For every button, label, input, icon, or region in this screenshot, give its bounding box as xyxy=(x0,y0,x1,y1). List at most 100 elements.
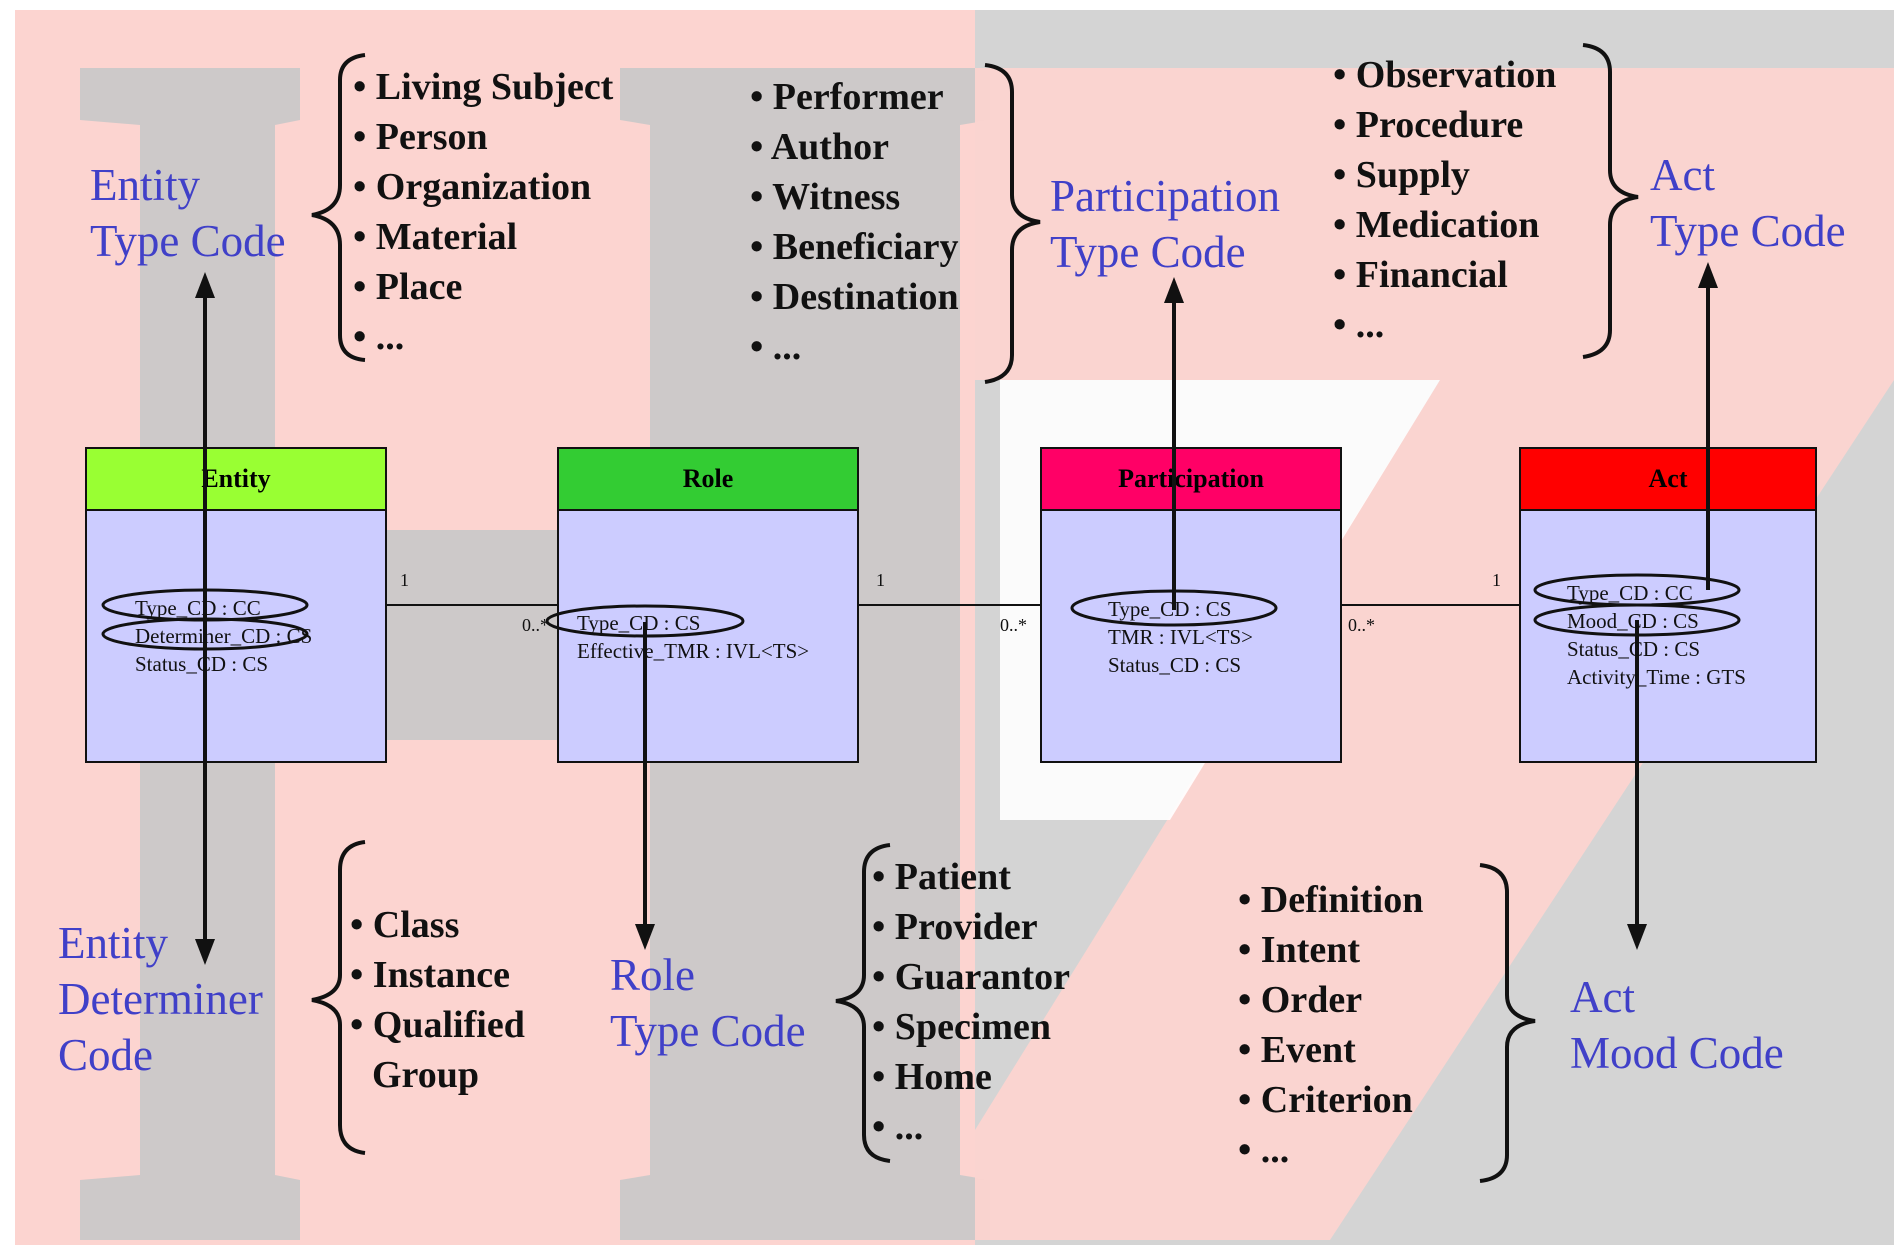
entity-class-header: Entity xyxy=(87,449,385,511)
act-type-code-label-line2: Type Code xyxy=(1650,206,1846,256)
list-item: • Provider xyxy=(872,906,1038,948)
list-item: • ... xyxy=(353,316,405,358)
entity-class-name: Entity xyxy=(201,464,271,493)
participation-class-header: Participation xyxy=(1042,449,1340,511)
list-item: • Material xyxy=(353,216,518,258)
act-class-header: Act xyxy=(1521,449,1815,511)
participation-type-arrowhead xyxy=(1164,277,1184,303)
list-item: • ... xyxy=(872,1106,924,1148)
list-item: • ... xyxy=(750,326,802,368)
list-item: • Qualified xyxy=(350,1004,525,1046)
multiplicity-act-one: 1 xyxy=(1492,570,1501,590)
multiplicity-participation-many-left: 0..* xyxy=(1000,615,1027,635)
participation-type-code-label-line2: Type Code xyxy=(1050,227,1246,277)
act-attr-mood-cd: Mood_CD : CS xyxy=(1567,609,1699,633)
list-item: • Guarantor xyxy=(872,956,1071,998)
watermark-letter-seven xyxy=(975,68,1894,1240)
list-item: • Event xyxy=(1238,1029,1356,1071)
entity-type-arrowhead xyxy=(195,272,215,298)
role-type-code-label-line2: Type Code xyxy=(610,1006,806,1056)
watermark-letter-h xyxy=(80,68,990,1240)
entity-determiner-code-label-line2: Determiner xyxy=(58,974,263,1024)
act-mood-code-label: Act Mood Code xyxy=(1570,969,1784,1081)
participation-attributes: Type_CD : CS TMR : IVL<TS> Status_CD : C… xyxy=(1108,595,1253,679)
participation-type-cd-ellipse xyxy=(1070,589,1278,627)
role-types-list: • Patient • Provider • Guarantor • Speci… xyxy=(872,852,1070,1152)
list-item: • Supply xyxy=(1333,154,1470,196)
list-item: • Place xyxy=(353,266,463,308)
list-item: • Procedure xyxy=(1333,104,1524,146)
list-item: • Financial xyxy=(1333,254,1508,296)
list-item: Group xyxy=(372,1054,480,1096)
participation-attr-type-cd: Type_CD : CS xyxy=(1108,597,1232,621)
list-item: • Performer xyxy=(750,76,944,118)
act-attr-type-cd: Type_CD : CC xyxy=(1567,581,1693,605)
multiplicity-entity-one: 1 xyxy=(400,570,409,590)
role-attr-effective-tmr: Effective_TMR : IVL<TS> xyxy=(577,639,810,663)
act-type-code-label: Act Type Code xyxy=(1650,147,1846,259)
role-type-cd-ellipse xyxy=(545,604,745,638)
participation-class-name: Participation xyxy=(1118,464,1264,493)
moods-brace xyxy=(1479,863,1536,1183)
entity-determiner-code-label-line3: Code xyxy=(58,1030,153,1080)
list-item: • Observation xyxy=(1333,54,1557,96)
list-item: • Instance xyxy=(350,954,511,996)
list-item: • Class xyxy=(350,904,460,946)
entity-attr-status-cd: Status_CD : CS xyxy=(135,652,269,676)
act-type-code-label-line1: Act xyxy=(1650,150,1715,200)
determiners-list: • Class • Instance • Qualified Group xyxy=(350,900,525,1100)
list-item: • Living Subject xyxy=(353,66,614,108)
role-attr-type-cd: Type_CD : CS xyxy=(577,611,701,635)
list-item: • Organization xyxy=(353,166,592,208)
role-attributes: Type_CD : CS Effective_TMR : IVL<TS> xyxy=(577,609,809,665)
participation-type-code-label-line1: Participation xyxy=(1050,171,1280,221)
participation-attr-tmr: TMR : IVL<TS> xyxy=(1108,625,1254,649)
act-attr-activity-time: Activity_Time : GTS xyxy=(1567,665,1746,689)
list-item: • Medication xyxy=(1333,204,1540,246)
entity-determiner-code-label-line1: Entity xyxy=(58,918,168,968)
role-type-code-label-line1: Role xyxy=(610,950,695,1000)
act-mood-arrowhead xyxy=(1627,924,1647,950)
act-mood-code-label-line1: Act xyxy=(1570,972,1635,1022)
list-item: • Witness xyxy=(750,176,901,218)
entity-determiner-cd-ellipse xyxy=(101,617,309,651)
participation-class-box: Participation xyxy=(1040,447,1342,763)
role-types-brace xyxy=(835,843,891,1163)
entity-types-list: • Living Subject • Person • Organization… xyxy=(353,62,613,362)
list-item: • Specimen xyxy=(872,1006,1052,1048)
role-class-box: Role xyxy=(557,447,859,763)
multiplicity-role-one: 1 xyxy=(876,570,885,590)
multiplicity-role-many: 0..* xyxy=(522,615,549,635)
participation-type-code-label: Participation Type Code xyxy=(1050,168,1280,280)
list-item: • ... xyxy=(1333,304,1385,346)
act-class-name: Act xyxy=(1648,464,1688,493)
entity-types-brace xyxy=(311,53,366,362)
list-item: • Criterion xyxy=(1238,1079,1413,1121)
act-attributes: Type_CD : CC Mood_CD : CS Status_CD : CS… xyxy=(1567,579,1746,691)
participation-attr-status-cd: Status_CD : CS xyxy=(1108,653,1242,677)
list-item: • ... xyxy=(1238,1129,1290,1171)
role-class-header: Role xyxy=(559,449,857,511)
act-type-arrowhead xyxy=(1698,262,1718,288)
list-item: • Intent xyxy=(1238,929,1361,971)
act-types-list: • Observation • Procedure • Supply • Med… xyxy=(1333,50,1556,350)
list-item: • Home xyxy=(872,1056,992,1098)
list-item: • Patient xyxy=(872,856,1011,898)
entity-attr-type-cd: Type_CD : CC xyxy=(135,596,261,620)
entity-attributes: Type_CD : CC Determiner_CD : CS Status_C… xyxy=(135,594,312,678)
entity-attr-determiner-cd: Determiner_CD : CS xyxy=(135,624,313,648)
act-mood-code-label-line2: Mood Code xyxy=(1570,1028,1784,1078)
list-item: • Person xyxy=(353,116,488,158)
entity-determiner-arrowhead xyxy=(195,939,215,965)
list-item: • Destination xyxy=(750,276,959,318)
entity-type-code-label-line1: Entity xyxy=(90,160,200,210)
moods-list: • Definition • Intent • Order • Event • … xyxy=(1238,875,1423,1175)
entity-determiner-code-label: Entity Determiner Code xyxy=(58,915,263,1083)
participation-types-brace xyxy=(984,63,1041,384)
determiners-brace xyxy=(311,840,366,1155)
entity-class-box: Entity xyxy=(85,447,387,763)
role-class-name: Role xyxy=(682,464,734,493)
role-type-arrowhead xyxy=(635,924,655,950)
